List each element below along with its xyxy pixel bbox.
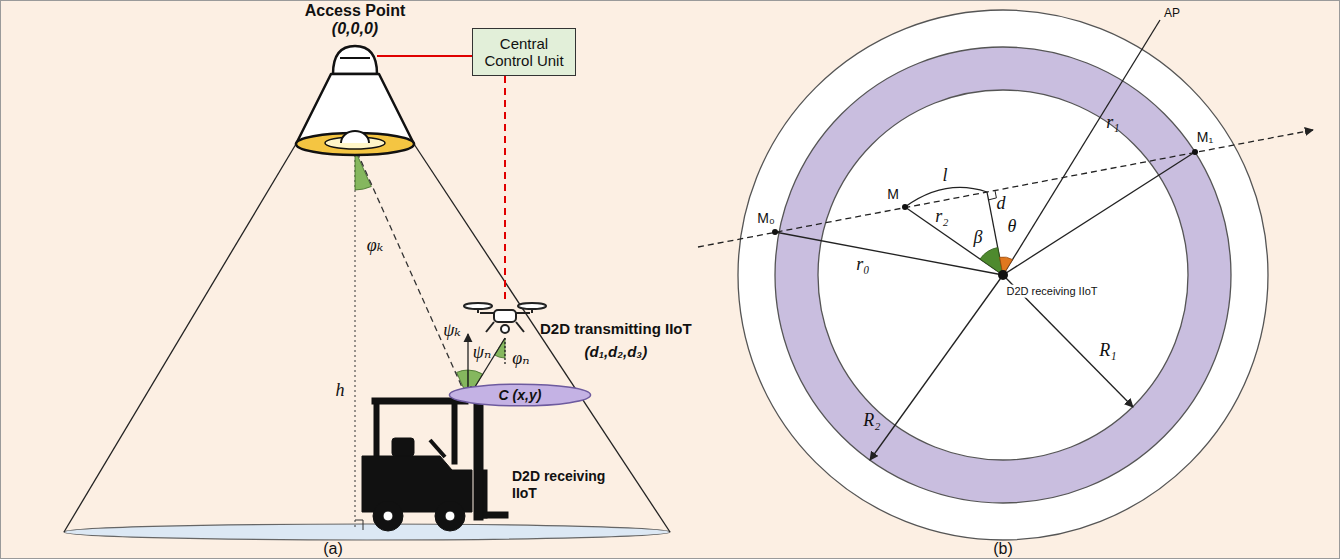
forklift-device: D2D receiving IIoT	[355, 410, 624, 506]
coverage-rings	[775, 47, 1231, 503]
forklift	[483, 470, 487, 518]
radius-label: R₂	[863, 410, 880, 431]
direction-label: AP	[1164, 7, 1180, 21]
ellipse-outline	[449, 384, 590, 406]
height-line	[355, 520, 363, 530]
process-box: Central Control Unit	[472, 28, 576, 76]
forklift	[373, 501, 403, 531]
drone-icon	[518, 303, 546, 309]
angle-label: φₖ	[367, 235, 384, 256]
point-dot	[772, 149, 1198, 280]
panel-label: (b)	[993, 540, 1013, 558]
geometry-line	[989, 190, 997, 200]
forklift	[383, 511, 393, 521]
geometry-line	[775, 232, 1003, 275]
radius-label: R₁	[1099, 340, 1116, 361]
lamp-icon	[296, 74, 414, 144]
light-cone	[64, 144, 296, 532]
floor-ellipse	[64, 524, 670, 540]
geometry-line	[775, 20, 1195, 275]
ap-to-receiver-path	[357, 152, 466, 396]
access-point: Access Point(0,0,0)	[301, 2, 409, 150]
point-label: M₁	[1197, 129, 1213, 145]
coverage-rings	[738, 10, 1268, 540]
forklift	[452, 404, 457, 464]
control-link-stub	[377, 55, 414, 57]
angle-label: θ	[1008, 216, 1017, 237]
height-line	[355, 150, 356, 530]
angle-wedge	[980, 248, 1003, 276]
distance-label: r₀	[856, 254, 869, 275]
forklift	[474, 400, 483, 520]
trajectory-axis	[698, 130, 1313, 247]
forklift	[362, 398, 508, 531]
node-text: D2D transmitting IIoT	[540, 320, 692, 337]
ap-to-receiver-path	[357, 152, 466, 396]
distance-label: r₁	[1106, 112, 1119, 133]
radius-arrow	[1003, 275, 1133, 407]
lamp-icon	[341, 131, 369, 143]
angle-wedge	[980, 248, 1013, 276]
forklift	[483, 512, 508, 518]
distance-label: l	[942, 165, 947, 186]
drone-icon	[494, 310, 516, 322]
forklift	[430, 440, 445, 457]
coverage-rings	[818, 90, 1188, 460]
point-dot	[902, 204, 908, 210]
radius-arrow	[870, 275, 1133, 460]
angle-label: ψₖ	[443, 320, 461, 341]
point-dot	[772, 229, 778, 235]
geometry-line	[905, 187, 987, 207]
node-text: C (x,y)	[499, 387, 542, 403]
node-text: Central Control Unit	[479, 35, 569, 69]
control-link	[504, 76, 506, 300]
lamp-icon	[333, 46, 377, 74]
drone-to-receiver-path	[504, 338, 505, 365]
device-label: D2D receiving IIoT	[1004, 285, 1099, 298]
floor-ellipse	[64, 524, 670, 540]
light-cone	[64, 144, 670, 532]
geometry-line	[1003, 20, 1160, 275]
point-dot	[1192, 149, 1198, 155]
drone-icon	[464, 303, 546, 333]
distance-label: d	[997, 193, 1006, 214]
forklift	[435, 501, 465, 531]
coverage-rings	[738, 10, 1268, 540]
drone-icon	[464, 303, 492, 309]
angle-label: φₙ	[512, 348, 529, 369]
receiver-normal	[468, 334, 469, 396]
node-text: (0,0,0)	[332, 20, 378, 38]
node-text: Access Point	[305, 2, 405, 20]
panel-label: (a)	[323, 540, 343, 558]
receiver-normal	[467, 334, 468, 396]
lamp-icon	[296, 46, 414, 155]
forklift	[374, 404, 379, 456]
coverage-ellipse: C (x,y)	[448, 383, 592, 407]
drone-device: D2D transmitting IIoT (d₁,d₂,d₃)	[462, 300, 696, 364]
lamp-icon	[340, 57, 370, 59]
radius-arrow	[870, 275, 1003, 460]
forklift	[445, 511, 455, 521]
control-link	[409, 55, 472, 57]
node-text: D2D receiving IIoT	[512, 468, 620, 502]
angle-wedge	[355, 150, 505, 398]
node-text: (d₁,d₂,d₃)	[585, 343, 648, 360]
drone-icon	[486, 322, 524, 332]
angle-label: β	[974, 227, 983, 248]
height-label: h	[336, 380, 345, 401]
geometry-line	[905, 207, 1003, 275]
geometry-line	[1003, 152, 1195, 275]
forklift	[392, 438, 414, 456]
point-label: M	[887, 186, 899, 202]
control-link-stub	[377, 56, 414, 57]
point-label: M₀	[757, 210, 774, 226]
angle-label: ψₙ	[473, 342, 491, 363]
drone-icon	[501, 325, 509, 333]
trajectory-axis	[698, 130, 1313, 247]
point-dot	[998, 270, 1008, 280]
distance-label: r₂	[935, 206, 948, 227]
